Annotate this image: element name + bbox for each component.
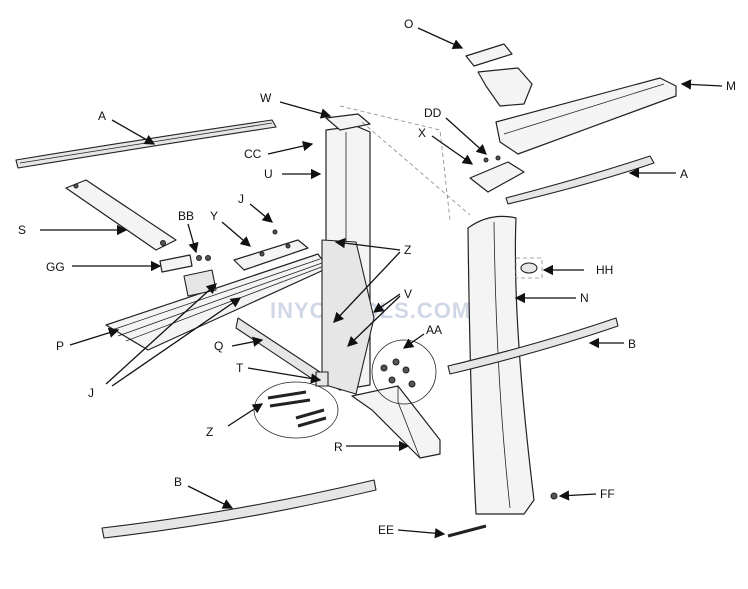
top-cap-o (465, 43, 513, 67)
bracket-gg (159, 254, 193, 273)
top-rail-a-left (15, 119, 277, 169)
callout-b-right: B (628, 337, 636, 351)
top-ledge-m (495, 77, 677, 155)
callout-gg: GG (46, 260, 65, 274)
stabilizer-strap-s (65, 179, 177, 251)
callout-z-bottom: Z (206, 425, 213, 439)
screw-dd (483, 157, 489, 163)
callout-r: R (334, 440, 343, 454)
bolt-ee (447, 524, 487, 538)
base-r (351, 385, 441, 459)
callout-b-left: B (174, 475, 182, 489)
callout-v: V (404, 287, 412, 301)
callout-ff: FF (600, 487, 615, 501)
callout-s: S (18, 223, 26, 237)
hardware-aa (380, 358, 416, 388)
callout-w: W (260, 91, 272, 105)
callout-j-top: J (238, 192, 244, 206)
callout-m: M (726, 79, 736, 93)
callout-z-top: Z (404, 243, 411, 257)
callout-cc: CC (244, 147, 262, 161)
side-plate-v (321, 239, 375, 395)
callout-n: N (580, 291, 589, 305)
screws-bb (196, 255, 211, 261)
callout-a-right: A (680, 167, 688, 181)
callout-a-left: A (98, 109, 106, 123)
bottom-rail-b-right (447, 317, 619, 375)
hh-box (515, 257, 543, 279)
callout-dd: DD (424, 106, 442, 120)
bolt-group-circle (253, 381, 339, 439)
top-plate-x (469, 161, 525, 193)
callout-o: O (404, 17, 413, 31)
callout-aa: AA (426, 323, 442, 337)
callout-bb: BB (178, 209, 194, 223)
callout-p: P (56, 339, 64, 353)
callout-u: U (264, 167, 273, 181)
cap-hh (520, 262, 538, 274)
nut-ff (550, 492, 558, 500)
callout-j-bottom: J (88, 386, 94, 400)
callout-t: T (236, 361, 244, 375)
bolts-z (267, 390, 327, 428)
bottom-beam-q (235, 317, 321, 385)
callout-x: X (418, 126, 426, 140)
bottom-rail-b-left (101, 479, 377, 539)
top-rail-a-right (505, 155, 655, 205)
callout-ee: EE (378, 523, 394, 537)
callout-hh: HH (596, 263, 613, 277)
callout-y: Y (210, 209, 218, 223)
callout-q: Q (214, 339, 223, 353)
